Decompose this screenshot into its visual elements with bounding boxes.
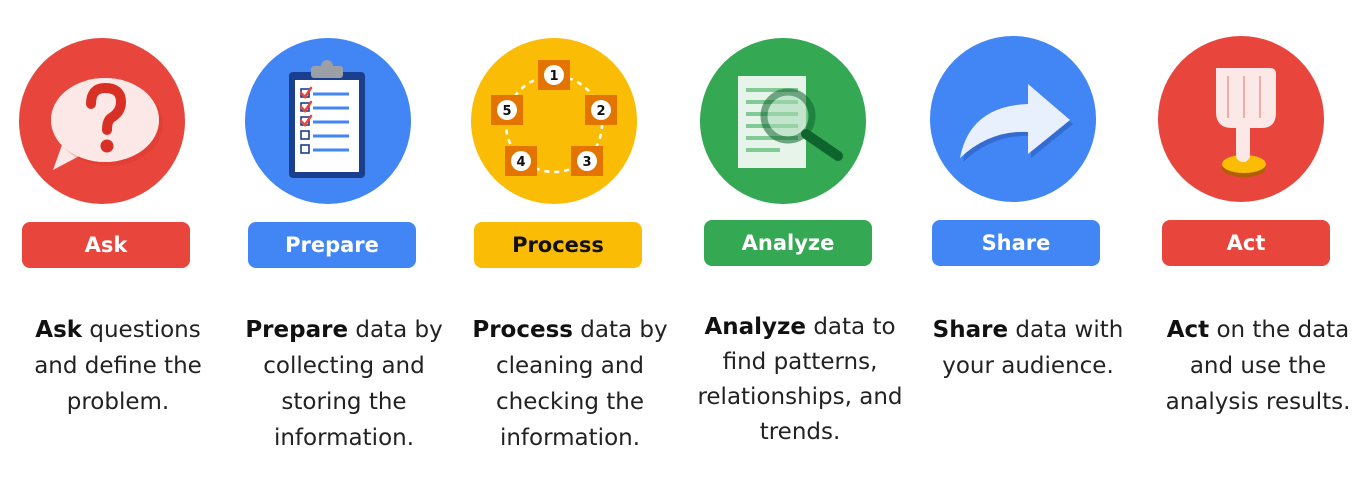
prepare-circle bbox=[245, 38, 411, 204]
prepare-description: Prepare data by collecting and storing t… bbox=[245, 317, 443, 451]
clipboard-checklist-icon bbox=[289, 60, 365, 178]
prepare-label: Prepare bbox=[248, 222, 416, 268]
ask-label: Ask bbox=[22, 222, 190, 268]
act-description: Act on the data and use the analysis res… bbox=[1165, 317, 1351, 415]
step-analyze: Analyze Analyze data to find patterns, r… bbox=[697, 0, 914, 504]
cycle-node-1: 1 bbox=[538, 60, 570, 90]
analyze-description: Analyze data to find patterns, relations… bbox=[697, 314, 903, 445]
process-cycle-icon: 1 2 3 4 5 bbox=[491, 60, 617, 176]
ask-circle bbox=[19, 38, 185, 204]
step-ask: Ask Ask questions and define the problem… bbox=[19, 0, 232, 504]
svg-text:3: 3 bbox=[582, 155, 591, 170]
magnifying-glass-document-icon bbox=[738, 76, 843, 168]
cycle-node-4: 4 bbox=[505, 146, 537, 176]
analyze-label: Analyze bbox=[704, 220, 872, 266]
act-circle bbox=[1158, 36, 1324, 202]
process-description: Process data by cleaning and checking th… bbox=[472, 317, 668, 451]
cycle-node-3: 3 bbox=[571, 146, 603, 176]
share-label: Share bbox=[932, 220, 1100, 266]
process-label: Process bbox=[474, 222, 642, 268]
process-circle: 1 2 3 4 5 bbox=[471, 38, 637, 204]
svg-text:5: 5 bbox=[502, 104, 511, 119]
svg-text:1: 1 bbox=[549, 69, 558, 84]
step-process: 1 2 3 4 5 Process bbox=[471, 0, 684, 504]
share-circle bbox=[930, 36, 1096, 202]
svg-text:2: 2 bbox=[596, 104, 605, 119]
step-prepare: Prepare Prepare data by collecting and s… bbox=[245, 0, 458, 504]
pointing-finger-button-icon bbox=[1216, 68, 1276, 177]
cycle-node-5: 5 bbox=[491, 95, 523, 125]
svg-text:4: 4 bbox=[516, 155, 525, 170]
analyze-circle bbox=[700, 38, 866, 204]
share-description: Share data with your audience. bbox=[932, 317, 1124, 379]
act-label: Act bbox=[1162, 220, 1330, 266]
ask-description: Ask questions and define the problem. bbox=[34, 317, 202, 415]
cycle-node-2: 2 bbox=[585, 95, 617, 125]
step-share: Share Share data with your audience. bbox=[930, 0, 1142, 504]
share-arrow-icon bbox=[960, 84, 1073, 162]
step-act: Act Act on the data and use the analysis… bbox=[1158, 0, 1358, 504]
question-bubble-icon bbox=[51, 78, 163, 170]
